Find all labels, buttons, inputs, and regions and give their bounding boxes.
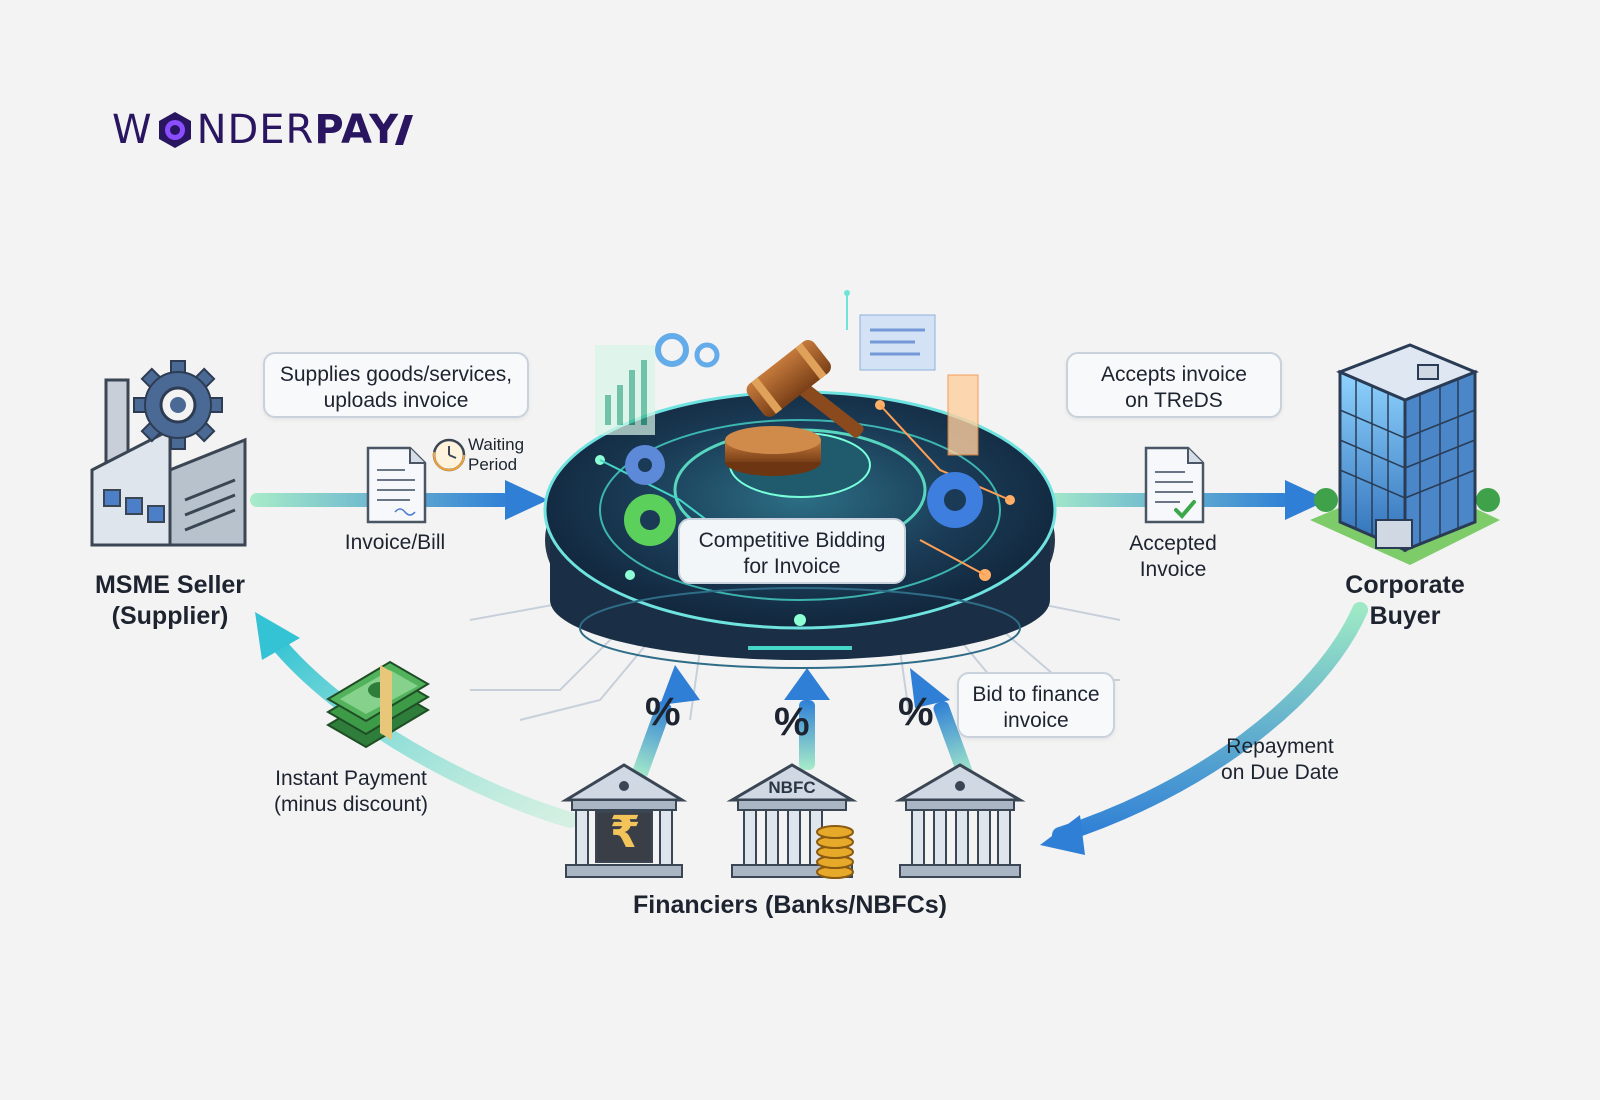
accepted-invoice-label: Accepted Invoice <box>1129 532 1217 581</box>
circuit-traces <box>469 599 1121 721</box>
wonderpay-logo: W NDER PAY <box>112 100 414 160</box>
office-building-icon <box>1310 343 1500 565</box>
nbfc-building-icon <box>726 763 858 879</box>
bank-building-icon <box>894 763 1026 878</box>
logo-text-start: W <box>112 107 153 153</box>
logo-text-middle: NDER <box>196 107 315 153</box>
coin-stack-icon <box>816 825 854 879</box>
percent-icon-left: % <box>645 690 681 734</box>
repayment-label: Repayment on Due Date <box>1221 735 1339 784</box>
factory-icon <box>90 378 247 547</box>
gavel-icon <box>725 340 864 476</box>
platform-label: Competitive Bidding for Invoice <box>678 518 906 584</box>
cash-stack-icon <box>326 660 430 749</box>
accepted-flow-arrowhead <box>1285 480 1328 520</box>
waiting-period-label: Waiting Period <box>468 435 525 474</box>
payment-flow-curve <box>267 632 578 828</box>
invoice-flow-arrowhead <box>505 480 548 520</box>
corporate-buyer-label: Corporate Buyer <box>1345 571 1465 630</box>
logo-text-end: PAY <box>314 107 400 153</box>
percent-icon-right: % <box>898 690 934 734</box>
bid-callout: Bid to finance invoice <box>957 672 1115 738</box>
rupee-symbol-icon: ₹ <box>609 808 641 857</box>
accepted-invoice-icon <box>1144 446 1205 524</box>
repayment-flow-arrowhead <box>1040 815 1085 855</box>
factory-gear-icon <box>133 360 223 450</box>
repayment-flow-curve <box>1052 602 1368 843</box>
financiers-label: Financiers (Banks/NBFCs) <box>633 891 947 919</box>
bid-arrows <box>632 665 973 779</box>
bidding-platform <box>543 290 1057 669</box>
nbfc-sign: NBFC <box>768 778 816 797</box>
accepts-callout: Accepts invoice on TReDS <box>1066 352 1282 418</box>
msme-seller-label: MSME Seller (Supplier) <box>94 571 246 630</box>
instant-payment-label: Instant Payment (minus discount) <box>273 767 429 816</box>
payment-flow-arrowhead <box>255 612 300 660</box>
invoice-bill-label: Invoice/Bill <box>344 531 446 554</box>
bank-rupee-icon <box>560 763 688 878</box>
logo-hexagon-icon <box>158 112 191 148</box>
logo-slash-icon <box>395 115 414 145</box>
invoice-document-icon <box>366 446 427 524</box>
supplies-callout: Supplies goods/services, uploads invoice <box>263 352 529 418</box>
clock-icon <box>432 438 466 472</box>
percent-icon-middle: % <box>774 700 810 744</box>
